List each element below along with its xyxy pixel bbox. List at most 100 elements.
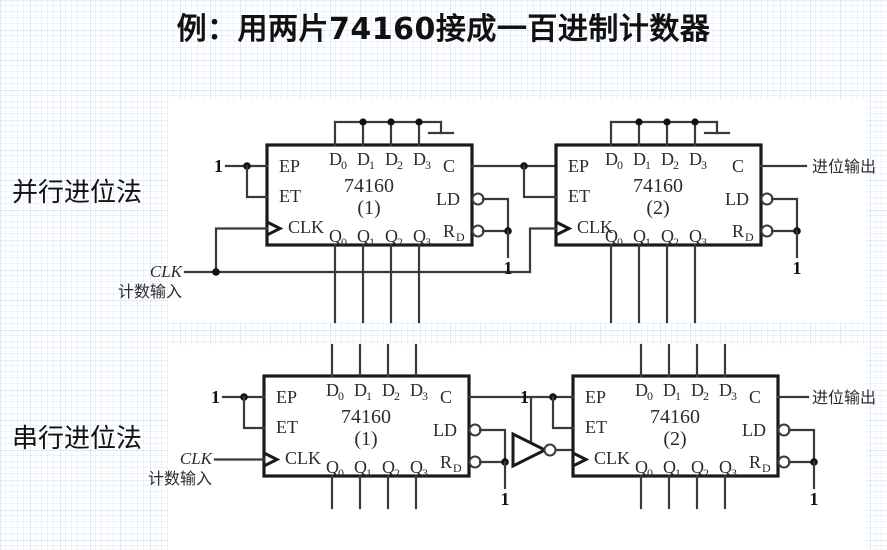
junction-clk-p1: [212, 268, 220, 276]
pin-label-et-p2: ET: [568, 186, 590, 206]
pin-label-q0-s1: Q: [326, 457, 339, 477]
slide-title-bar: 例：用两片74160接成一百进制计数器: [0, 0, 887, 52]
pin-sub-q0-s2: 0: [647, 466, 653, 480]
pin-sub-q1-s1: 1: [366, 466, 372, 480]
clk-input-label-row1: CLK: [150, 262, 184, 281]
ld-wire-p2: [770, 197, 799, 233]
carry-output-label-row1: 进位输出: [812, 157, 876, 176]
pin-sub-d0-s2: 0: [647, 389, 653, 403]
pin-sub-rd-p2: D: [745, 230, 754, 244]
pin-label-clk-s1: CLK: [285, 448, 321, 468]
circuit-serial-carry: EP ET CLK 74160 (1) D 0 D 1 D 2 D 3 Q 0 …: [148, 343, 876, 510]
et-wire-s2: [551, 395, 575, 430]
ic-part-number-s1: 74160: [341, 406, 391, 428]
pin-label-d1-s1: D: [354, 380, 367, 400]
pin-label-et-s2: ET: [585, 417, 607, 437]
pin-label-d3-s1: D: [410, 380, 423, 400]
pin-label-ep-p2: EP: [568, 156, 589, 176]
pin-label-ld-p2: LD: [725, 189, 749, 209]
pin-sub-d2-s1: 2: [394, 389, 400, 403]
et-wire-s1: [242, 395, 266, 430]
junction-d2-p1: [387, 118, 395, 126]
ld-bubble-p2: [760, 192, 774, 206]
pin-label-q0-s2: Q: [635, 457, 648, 477]
pin-label-q1-p1: Q: [357, 226, 370, 246]
pin-sub-d0-p1: 0: [341, 158, 347, 172]
inverter-bubble: [543, 443, 557, 457]
pin-label-ep-p1: EP: [279, 156, 300, 176]
et-wire-p1: [245, 164, 269, 199]
pin-label-ep-s2: EP: [585, 387, 606, 407]
ld-wire-s1: [478, 428, 507, 464]
pin-sub-q3-p1: 3: [425, 235, 431, 249]
ic-index-p2: (2): [646, 197, 669, 219]
pin-label-c-s2: C: [749, 387, 761, 407]
ic-body-serial-1: [262, 374, 471, 478]
pin-label-d2-p1: D: [385, 149, 398, 169]
pin-label-et-s1: ET: [276, 417, 298, 437]
logic-one-ep-s2: 1: [520, 387, 529, 407]
ld-bubble-s2: [777, 423, 791, 437]
pin-label-d3-p1: D: [413, 149, 426, 169]
clk-wire-p1: [214, 227, 269, 274]
pin-sub-d3-p2: 3: [701, 158, 707, 172]
ic-part-number-p1: 74160: [344, 175, 394, 197]
pin-sub-q0-p2: 0: [617, 235, 623, 249]
pin-label-d3-s2: D: [719, 380, 732, 400]
pin-sub-d3-p1: 3: [425, 158, 431, 172]
pin-label-q2-s1: Q: [382, 457, 395, 477]
pin-label-q2-p2: Q: [661, 226, 674, 246]
pin-sub-q1-p1: 1: [369, 235, 375, 249]
pin-label-ep-s1: EP: [276, 387, 297, 407]
rd-bubble-p1: [471, 224, 485, 238]
junction-d3-p2: [691, 118, 699, 126]
pin-sub-rd-s1: D: [453, 461, 462, 475]
pin-label-clk-p2: CLK: [577, 217, 613, 237]
pin-label-c-s1: C: [440, 387, 452, 407]
pin-label-q3-s1: Q: [410, 457, 423, 477]
pin-sub-q0-p1: 0: [341, 235, 347, 249]
clk-input-cn-label-row2: 计数输入: [148, 469, 212, 488]
pin-sub-d1-s1: 1: [366, 389, 372, 403]
ic-body-parallel-1: [265, 143, 474, 247]
row-caption-parallel: 并行进位法: [12, 178, 143, 208]
pin-label-d0-s2: D: [635, 380, 648, 400]
pin-sub-d1-s2: 1: [675, 389, 681, 403]
carry-output-label-row2: 进位输出: [812, 388, 876, 407]
pin-sub-q2-s2: 2: [703, 466, 709, 480]
clk-wire-p2: [528, 227, 558, 274]
pin-label-q0-p2: Q: [605, 226, 618, 246]
pin-label-c-p2: C: [732, 156, 744, 176]
logic-one-ep-p1: 1: [214, 156, 223, 176]
pin-label-rd-p1: R: [443, 221, 455, 241]
ld-wire-p1: [481, 197, 510, 233]
logic-one-ldrd-p1: 1: [504, 258, 513, 278]
ld-bubble-p1: [471, 192, 485, 206]
junction-d1-p1: [359, 118, 367, 126]
pin-label-d2-s1: D: [382, 380, 395, 400]
pin-sub-d0-p2: 0: [617, 158, 623, 172]
pin-label-ld-p1: LD: [436, 189, 460, 209]
junction-d3-p1: [415, 118, 423, 126]
logic-one-ldrd-s2: 1: [810, 489, 819, 509]
pin-label-q3-s2: Q: [719, 457, 732, 477]
pin-label-d1-s2: D: [663, 380, 676, 400]
ic-part-number-p2: 74160: [633, 175, 683, 197]
pin-sub-q1-s2: 1: [675, 466, 681, 480]
pin-label-d1-p1: D: [357, 149, 370, 169]
pin-label-q2-s2: Q: [691, 457, 704, 477]
pin-label-q2-p1: Q: [385, 226, 398, 246]
pin-label-d0-p2: D: [605, 149, 618, 169]
pin-sub-q3-p2: 3: [701, 235, 707, 249]
logic-one-ldrd-p2: 1: [793, 258, 802, 278]
ic-index-p1: (1): [357, 197, 380, 219]
pin-label-rd-s1: R: [440, 452, 452, 472]
pin-label-q1-p2: Q: [633, 226, 646, 246]
pin-sub-q3-s1: 3: [422, 466, 428, 480]
rd-bubble-s2: [777, 455, 791, 469]
pin-label-ld-s1: LD: [433, 420, 457, 440]
pin-label-d0-p1: D: [329, 149, 342, 169]
row-caption-serial: 串行进位法: [12, 424, 143, 454]
pin-sub-d0-s1: 0: [338, 389, 344, 403]
pin-label-q1-s2: Q: [663, 457, 676, 477]
